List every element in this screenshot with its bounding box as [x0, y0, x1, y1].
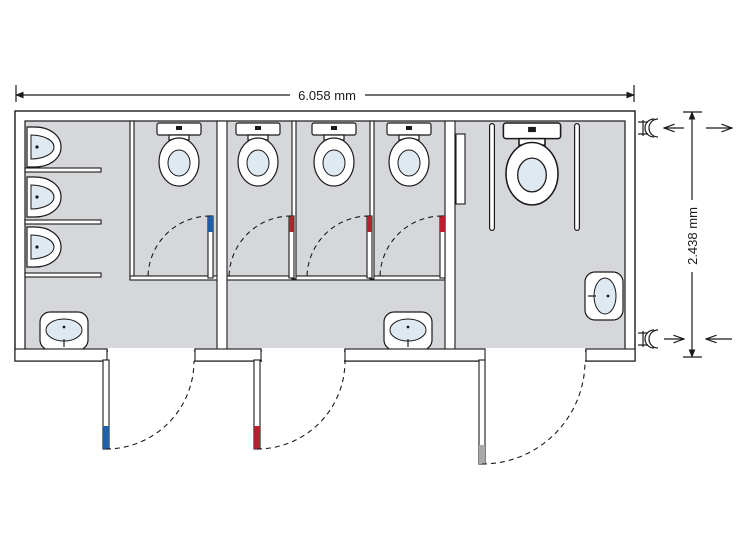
- toilet-icon: [386, 122, 432, 187]
- accessible-toilet-icon: [502, 122, 562, 206]
- door-swing-icon: [147, 215, 214, 279]
- room-divider-wall: [444, 120, 456, 352]
- urinal-screen: [24, 219, 102, 225]
- urinal-screen: [24, 272, 102, 278]
- door-swing-icon: [306, 215, 373, 279]
- door-swing-icon: [379, 215, 446, 279]
- room-divider-wall: [216, 120, 228, 352]
- water-inlet-icon: [638, 118, 684, 138]
- door-swing-icon: [228, 215, 295, 279]
- door-swing-icon: [253, 359, 346, 450]
- washbasin-icon: [39, 311, 89, 351]
- height-label: 2.438 mm: [685, 207, 700, 265]
- washbasin-icon: [584, 271, 624, 321]
- width-dimension: 6.058 mm: [15, 85, 635, 103]
- service-cabinet: [455, 133, 466, 205]
- door-opening: [108, 348, 194, 364]
- width-label: 6.058 mm: [298, 88, 356, 103]
- door-opening: [262, 348, 344, 364]
- door-swing-icon: [102, 359, 195, 450]
- washbasin-icon: [383, 311, 433, 351]
- cubicle-partition: [291, 120, 297, 280]
- cubicle-partition: [369, 120, 375, 280]
- cubicle-partition: [129, 120, 135, 280]
- toilet-icon: [235, 122, 281, 187]
- urinal-screen: [24, 167, 102, 173]
- toilet-icon: [311, 122, 357, 187]
- height-dimension: 2.438 mm: [683, 111, 702, 358]
- door-swing-icon: [478, 359, 586, 465]
- toilet-icon: [156, 122, 202, 187]
- water-inlet-icon: [638, 329, 684, 349]
- door-opening: [485, 348, 585, 364]
